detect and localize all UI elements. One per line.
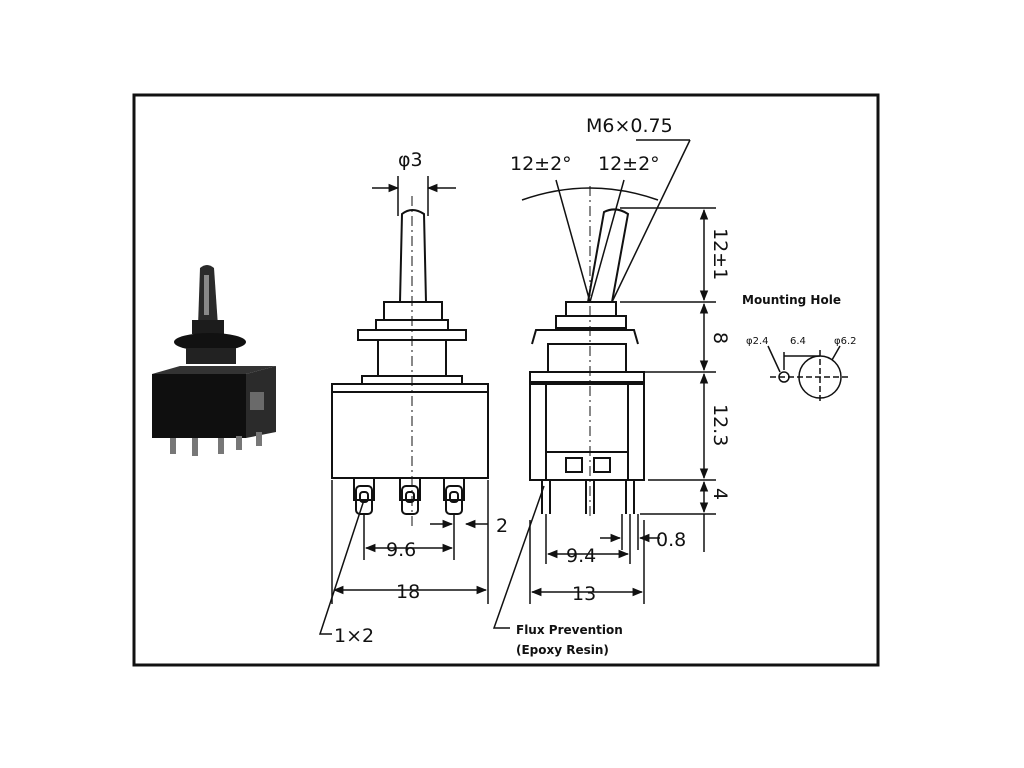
mounting-hole-spacing: 6.4 (790, 336, 806, 347)
mounting-hole-d1: φ2.4 (746, 336, 769, 347)
terminal-gap-label: 2 (496, 515, 508, 537)
vertical-dims (620, 207, 716, 552)
flux-label-line1: Flux Prevention (516, 623, 623, 637)
thread-label: M6×0.75 (586, 115, 673, 137)
angle-left-label: 12±2° (510, 153, 572, 175)
side-pitch-label: 9.4 (566, 545, 596, 567)
side-width-label: 13 (572, 583, 596, 605)
side-pitch-dim (545, 514, 631, 564)
front-width-label: 18 (396, 581, 420, 603)
front-width-dim (331, 480, 489, 604)
side-width-dim (529, 520, 645, 604)
shaft-diameter-dim (372, 176, 456, 216)
mounting-hole-diagram (767, 345, 848, 404)
terminal-hole-leader (318, 499, 365, 635)
angle-dim (521, 139, 691, 303)
front-pitch-label: 9.6 (386, 539, 416, 561)
angle-right-label: 12±2° (598, 153, 660, 175)
front-pitch-dim (363, 514, 455, 560)
terminal-height-label: 4 (709, 488, 731, 500)
shaft-diameter-label: φ3 (398, 149, 423, 171)
flux-label-line2: (Epoxy Resin) (516, 643, 609, 657)
toggle-switch-photo (152, 265, 276, 456)
lever-height-label: 12±1 (709, 228, 731, 280)
terminal-hole-label: 1×2 (334, 625, 374, 647)
terminal-thickness-label: 0.8 (656, 529, 686, 551)
mounting-hole-title: Mounting Hole (742, 293, 841, 307)
bushing-height-label: 8 (709, 332, 731, 344)
body-height-label: 12.3 (709, 404, 731, 446)
mounting-hole-d2: φ6.2 (834, 336, 857, 347)
flux-leader (492, 485, 545, 629)
side-view (529, 208, 645, 514)
